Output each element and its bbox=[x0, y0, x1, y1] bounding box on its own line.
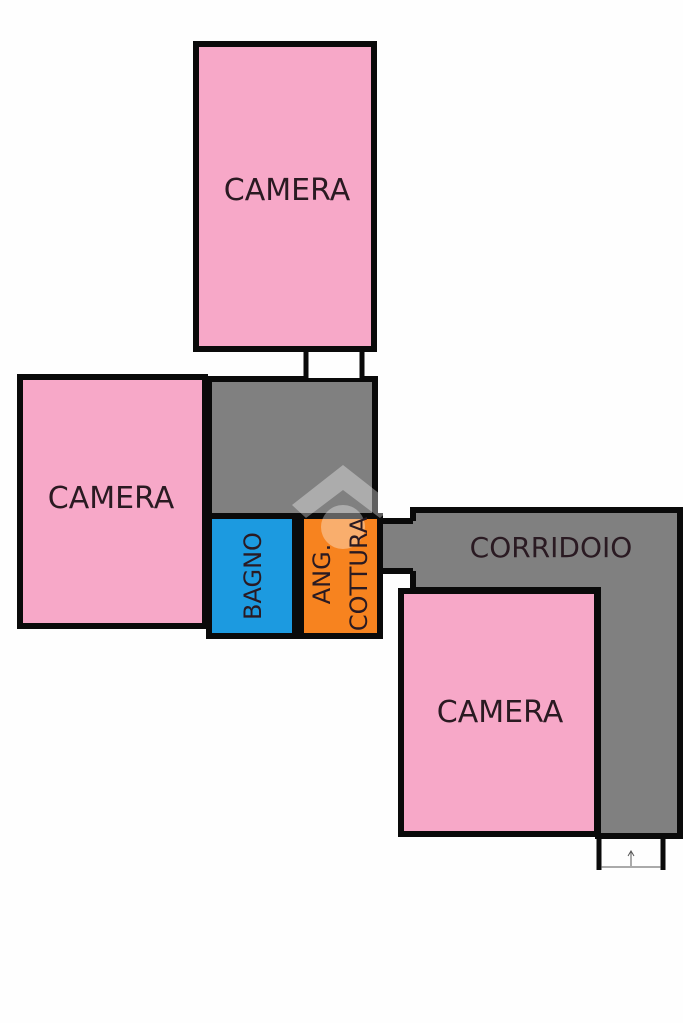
room-living bbox=[206, 376, 378, 519]
label-camera-bottom: CAMERA bbox=[437, 695, 564, 730]
label-ang: ANG. bbox=[308, 544, 336, 605]
entrance-arrow-icon bbox=[627, 850, 635, 866]
label-bagno: BAGNO bbox=[239, 532, 267, 620]
room-camera-top bbox=[193, 41, 377, 352]
room-ang-cottura bbox=[298, 513, 383, 639]
label-camera-top: CAMERA bbox=[224, 173, 351, 208]
room-bagno bbox=[206, 513, 298, 639]
label-cottura: COTTURA bbox=[345, 516, 373, 631]
label-camera-left: CAMERA bbox=[48, 481, 175, 516]
room-camera-bottom bbox=[398, 588, 600, 837]
room-camera-left bbox=[17, 374, 208, 629]
corridor-connector bbox=[378, 521, 418, 571]
doorway bbox=[306, 352, 362, 378]
watermark-logo bbox=[292, 465, 394, 549]
label-corridoio: CORRIDOIO bbox=[470, 531, 633, 564]
